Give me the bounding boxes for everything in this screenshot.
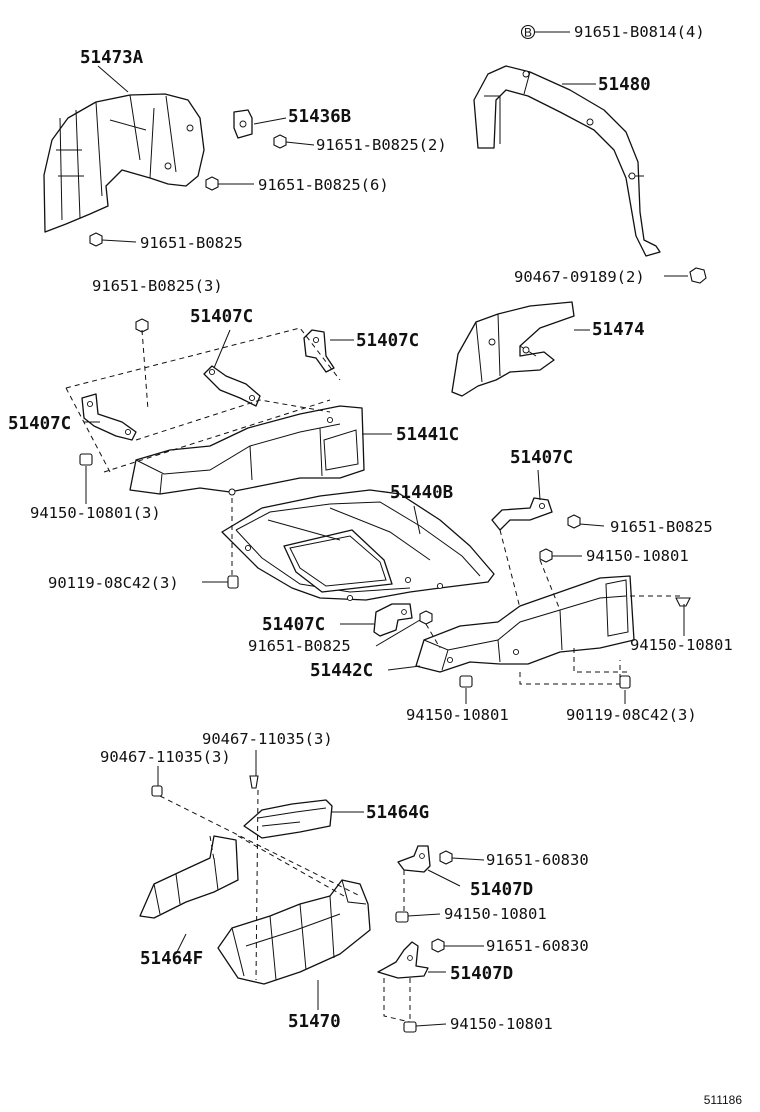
label-51407C-right: 51407C	[510, 448, 573, 468]
nut-icon	[395, 911, 409, 923]
part-51407D-upper-drawing[interactable]	[397, 845, 431, 873]
label-91651-60830-lower: 91651-60830	[486, 937, 589, 955]
part-51464F-drawing[interactable]	[139, 835, 239, 919]
clip-icon	[619, 675, 631, 689]
label-51480: 51480	[598, 75, 651, 95]
label-94150-10801-3: 94150-10801(3)	[30, 504, 161, 522]
nut-icon	[459, 675, 473, 688]
part-labels: 51473A 51436B 91651-B0825(2) 91651-B0825…	[8, 23, 742, 1107]
part-51407C-right-drawing[interactable]	[491, 497, 553, 531]
part-51480-drawing[interactable]	[473, 65, 661, 257]
part-51441C-drawing[interactable]	[129, 405, 365, 496]
part-51407C-lower-drawing[interactable]	[373, 603, 413, 637]
label-91651-B0825-right: 91651-B0825	[610, 518, 713, 536]
bolt-icon	[567, 514, 581, 529]
bolt-icon	[205, 176, 219, 191]
label-51464F: 51464F	[140, 949, 203, 969]
part-51440B-drawing[interactable]	[221, 489, 495, 602]
label-91651-B0825-front: 91651-B0825	[140, 234, 243, 252]
label-94150-10801-right: 94150-10801	[586, 547, 689, 565]
label-91651-B0825-lower: 91651-B0825	[248, 637, 351, 655]
part-51442C-drawing[interactable]	[415, 575, 635, 673]
part-51407D-lower-drawing[interactable]	[377, 941, 429, 979]
label-51470: 51470	[288, 1012, 341, 1032]
leader-lines	[84, 31, 688, 1027]
part-51407C-left-drawing[interactable]	[81, 393, 137, 441]
label-91651-B0825-6: 91651-B0825(6)	[258, 176, 389, 194]
circle-b-mark-letter: B	[524, 26, 532, 40]
label-90467-11035-3-upper: 90467-11035(3)	[202, 730, 333, 748]
label-94150-10801-mid: 94150-10801	[444, 905, 547, 923]
clip-icon	[227, 575, 239, 589]
label-51474: 51474	[592, 320, 645, 340]
bolt-icon	[135, 318, 149, 333]
part-51436B-drawing[interactable]	[233, 109, 253, 139]
diagram-code: 511186	[704, 1093, 743, 1107]
label-94150-10801-lower: 94150-10801	[406, 706, 509, 724]
clip-icon	[151, 785, 163, 797]
label-51407D-lower: 51407D	[450, 964, 513, 984]
label-94150-10801-bottom: 94150-10801	[450, 1015, 553, 1033]
label-51440B: 51440B	[390, 483, 453, 503]
part-51470-drawing[interactable]	[217, 879, 371, 985]
dashed-alignment-lines	[65, 327, 684, 1023]
label-90467-09189-2: 90467-09189(2)	[514, 268, 645, 286]
bolt-icon	[89, 232, 103, 247]
bolt-icon	[539, 548, 553, 563]
label-51407D-upper: 51407D	[470, 880, 533, 900]
label-51407C-lower: 51407C	[262, 615, 325, 635]
bolt-icon	[689, 267, 707, 284]
label-90119-08C42-3-left: 90119-08C42(3)	[48, 574, 179, 592]
label-51407C-upright: 51407C	[356, 331, 419, 351]
label-51464G: 51464G	[366, 803, 429, 823]
nut-icon	[403, 1021, 417, 1033]
label-90467-11035-3-lower: 90467-11035(3)	[100, 748, 231, 766]
part-51407C-link-drawing[interactable]	[203, 365, 261, 407]
part-51407C-upright-drawing[interactable]	[303, 329, 335, 373]
label-91651-B0825-2: 91651-B0825(2)	[316, 136, 447, 154]
label-51441C: 51441C	[396, 425, 459, 445]
label-91651-B0825-3: 91651-B0825(3)	[92, 277, 223, 295]
label-51442C: 51442C	[310, 661, 373, 681]
label-51436B: 51436B	[288, 107, 351, 127]
part-51464G-drawing[interactable]	[243, 799, 333, 839]
clip-icon	[675, 597, 691, 607]
label-51407C-top: 51407C	[190, 307, 253, 327]
bolt-icon	[431, 938, 445, 953]
label-51473A: 51473A	[80, 48, 144, 68]
label-91651-B0814-4: 91651-B0814(4)	[574, 23, 705, 41]
part-51473A-drawing[interactable]	[43, 93, 205, 233]
label-94150-10801-far-right: 94150-10801	[630, 636, 733, 654]
nut-icon	[79, 453, 93, 466]
bolt-icon	[419, 610, 433, 625]
label-90119-08C42-3-right: 90119-08C42(3)	[566, 706, 697, 724]
clip-icon	[249, 775, 259, 789]
part-51474-drawing[interactable]	[451, 301, 575, 397]
label-91651-60830-upper: 91651-60830	[486, 851, 589, 869]
fasteners: B	[79, 24, 707, 1033]
label-51407C-left: 51407C	[8, 414, 71, 434]
bolt-icon	[439, 850, 453, 865]
bolt-icon	[273, 134, 287, 149]
